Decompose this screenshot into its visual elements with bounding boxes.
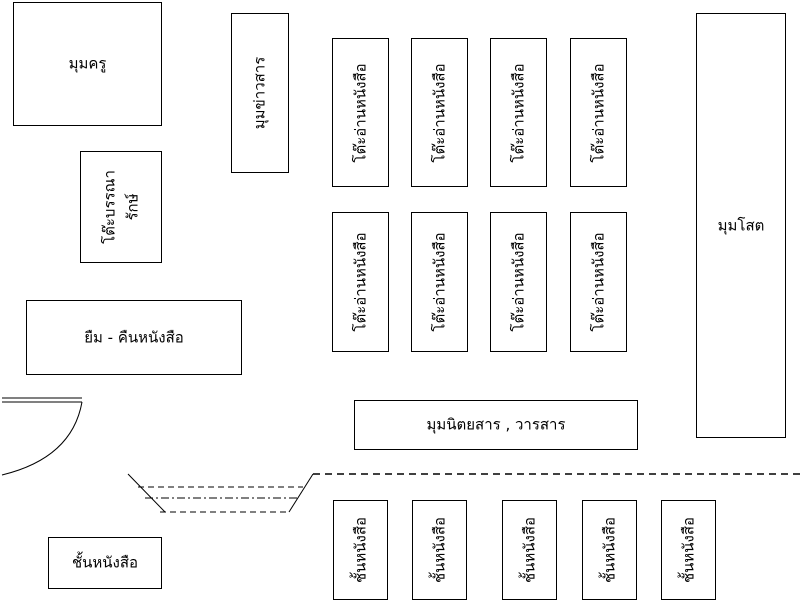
bookshelf-small: ชั้นหนังสือ [48,537,162,589]
stairs-icon [127,473,314,513]
magazine-corner: มุมนิตยสาร , วารสาร [354,400,638,450]
av-corner: มุมโสต [696,13,786,438]
reading-table: โต๊ะอ่านหนังสือ [490,212,547,352]
reading-table: โต๊ะอ่านหนังสือ [570,212,627,352]
av-corner-label: มุมโสต [717,216,765,234]
news-corner: มุมข่าวสาร [231,13,289,173]
magazine-corner-label: มุมนิตยสาร , วารสาร [426,415,566,434]
reading-table: โต๊ะอ่านหนังสือ [411,212,468,352]
reading-table: โต๊ะอ่านหนังสือ [411,38,468,187]
borrow-return-desk: ยืม - คืนหนังสือ [26,300,242,375]
teacher-corner: มุมครู [13,2,162,126]
bookshelf: ชั้นหนังสือ [333,500,388,600]
teacher-corner-label: มุมครู [68,54,107,73]
reading-table: โต๊ะอ่านหนังสือ [332,212,389,352]
bookshelf-small-label: ชั้นหนังสือ [71,553,139,572]
reading-table: โต๊ะอ่านหนังสือ [332,38,389,187]
reading-table: โต๊ะอ่านหนังสือ [490,38,547,187]
bookshelf: ชั้นหนังสือ [582,500,637,600]
borrow-return-label: ยืม - คืนหนังสือ [84,328,184,346]
bookshelf: ชั้นหนังสือ [412,500,467,600]
bookshelf: ชั้นหนังสือ [502,500,557,600]
reading-table: โต๊ะอ่านหนังสือ [570,38,627,187]
bookshelf: ชั้นหนังสือ [661,500,716,600]
door-icon [1,397,83,476]
librarian-desk: โต๊ะบรรณา รักษ์ [80,151,162,263]
